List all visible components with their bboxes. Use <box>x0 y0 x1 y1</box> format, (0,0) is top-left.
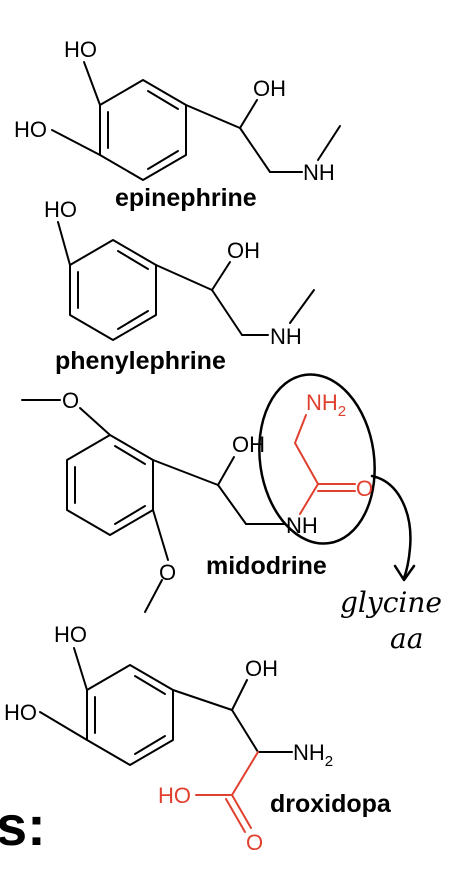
epinephrine-methyl-bond <box>317 125 341 161</box>
midodrine-o-bottom-label: O <box>159 560 176 585</box>
phenylephrine-name: phenylephrine <box>55 347 226 375</box>
epinephrine-ho-bond <box>51 129 101 156</box>
phenylephrine-oh-bond <box>211 261 231 291</box>
epinephrine-ho-bond <box>83 61 101 106</box>
midodrine-nh2-label: NH2 <box>306 390 346 420</box>
midodrine-methoxy-bond <box>144 579 163 613</box>
midodrine-o-top-label: O <box>62 388 79 413</box>
droxidopa-acid-ho-label: HO <box>158 783 191 808</box>
droxidopa-ho-bond <box>39 711 88 741</box>
droxidopa-name: droxidopa <box>270 790 392 818</box>
glycine-backbone-bond <box>294 442 319 485</box>
epinephrine-ho-left-label: HO <box>14 117 47 142</box>
carboxyl-bond <box>231 751 259 796</box>
carboxyl-double-bond <box>225 798 246 833</box>
droxidopa-carboxyl-fragment <box>195 751 259 833</box>
midodrine-nh-label: NH <box>286 513 318 538</box>
midodrine-oh-bond <box>217 456 235 486</box>
phenylephrine-double-bond <box>117 250 149 270</box>
droxidopa-ho-left-label: HO <box>4 700 37 725</box>
midodrine-glycine-fragment <box>294 414 356 515</box>
epinephrine-structure <box>51 61 341 181</box>
phenylephrine-structure <box>57 221 315 341</box>
droxidopa-ho-top-label: HO <box>54 622 87 647</box>
midodrine-oh-label: OH <box>232 432 265 457</box>
phenylephrine-methyl-bond <box>289 289 315 324</box>
annotation-aa: aa <box>390 622 423 655</box>
epinephrine-side-chain-bond <box>185 104 241 129</box>
annotation-arrow <box>370 474 412 580</box>
midodrine-name: midodrine <box>206 552 327 580</box>
epinephrine-ho-top-label: HO <box>64 37 97 62</box>
midodrine-benzene-ring <box>66 434 154 536</box>
midodrine-double-bond <box>114 505 146 525</box>
epinephrine-double-bond <box>147 150 179 170</box>
midodrine-side-chain-bond <box>217 484 247 525</box>
amine-bond <box>294 414 307 444</box>
midodrine-carbonyl-o-label: O <box>356 476 373 501</box>
phenylephrine-ho-bond <box>57 221 71 266</box>
droxidopa-side-chain-bond <box>172 689 233 711</box>
midodrine-side-chain-bond <box>152 459 219 486</box>
droxidopa-side-chain-bond <box>231 709 259 753</box>
droxidopa-oh-label: OH <box>245 656 278 681</box>
midodrine-methoxy-bond <box>152 509 169 561</box>
phenylephrine-nh-label: NH <box>270 324 302 349</box>
droxidopa-acid-o-label: O <box>246 830 263 855</box>
droxidopa-structure <box>39 647 293 766</box>
epinephrine-benzene-ring <box>99 79 187 181</box>
droxidopa-benzene-ring <box>86 664 174 766</box>
epinephrine-nh-label: NH <box>303 160 335 185</box>
phenylephrine-side-chain-bond <box>155 264 213 291</box>
annotation-glycine: glycine <box>340 586 442 619</box>
phenylephrine-double-bond <box>117 310 149 330</box>
annotation-arrowhead <box>393 564 416 582</box>
epinephrine-oh-label: OH <box>253 76 286 101</box>
epinephrine-side-chain-bond <box>239 127 271 173</box>
midodrine-structure <box>21 399 286 613</box>
midodrine-double-bond <box>114 445 146 465</box>
carboxyl-double-bond <box>231 794 252 829</box>
phenylephrine-oh-label: OH <box>227 238 260 263</box>
epinephrine-name: epinephrine <box>115 184 257 212</box>
amide-bond <box>299 483 319 515</box>
edge-heading-fragment: s: <box>0 794 46 857</box>
phenylephrine-benzene-ring <box>69 239 157 341</box>
midodrine-methoxy-bond <box>79 407 111 436</box>
droxidopa-oh-bond <box>231 679 248 711</box>
glycine-circle-annotation <box>258 373 376 545</box>
droxidopa-double-bond <box>134 735 166 755</box>
droxidopa-nh2-label: NH2 <box>293 740 333 770</box>
droxidopa-double-bond <box>134 675 166 695</box>
phenylephrine-ho-label: HO <box>44 197 77 222</box>
epinephrine-double-bond <box>147 90 179 110</box>
epinephrine-oh-bond <box>239 99 258 129</box>
phenylephrine-side-chain-bond <box>211 289 243 336</box>
droxidopa-ho-bond <box>73 647 88 691</box>
